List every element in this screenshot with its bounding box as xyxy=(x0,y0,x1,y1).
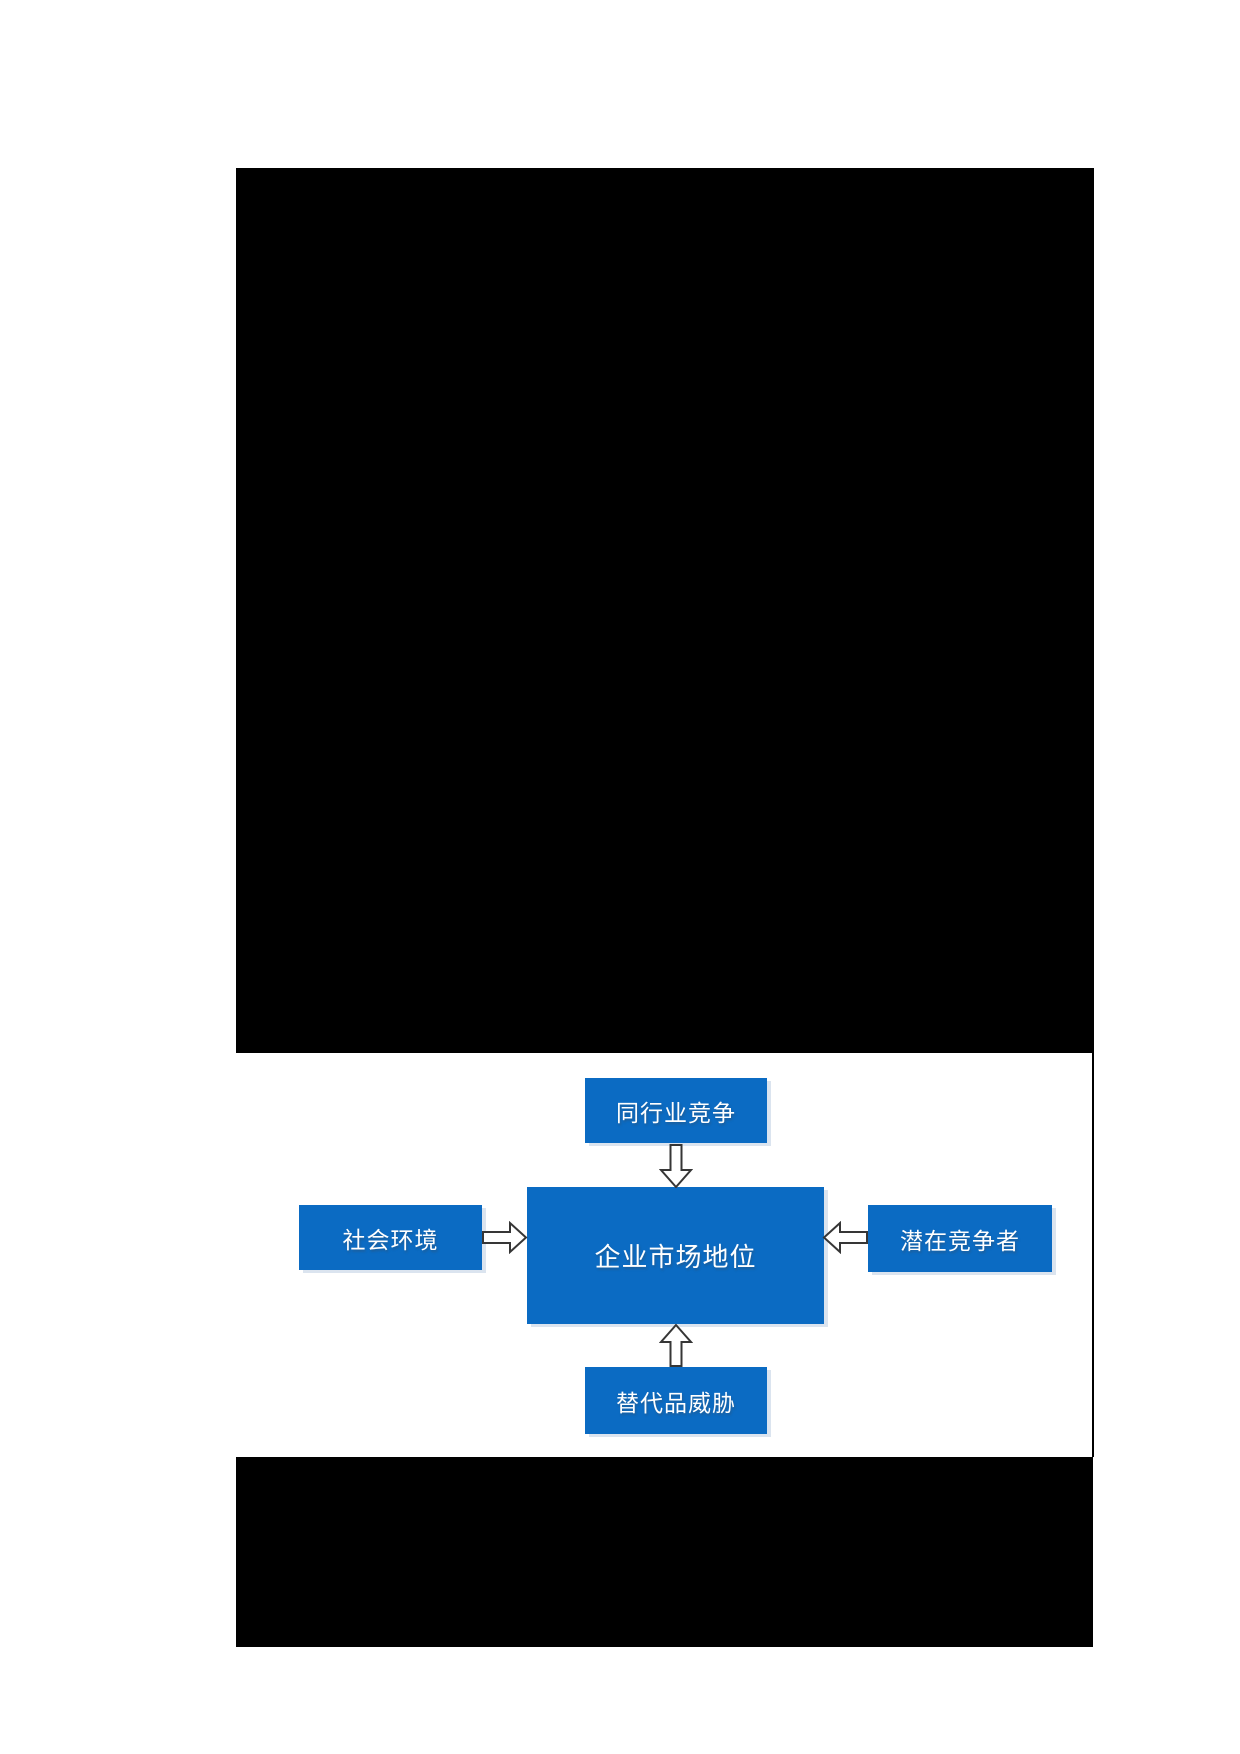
node-label: 潜在竞争者 xyxy=(900,1228,1020,1255)
diagram-node-social-environment: 社会环境 xyxy=(299,1205,482,1270)
diagram-node-enterprise-market-position: 企业市场地位 xyxy=(527,1187,824,1324)
diagram-node-industry-competition: 同行业竞争 xyxy=(585,1078,767,1143)
block-arrow-left-icon xyxy=(822,1221,868,1254)
block-arrow-right-icon xyxy=(482,1221,528,1254)
diagram-node-potential-competitors: 潜在竞争者 xyxy=(868,1205,1052,1272)
node-label: 社会环境 xyxy=(342,1227,439,1254)
block-arrow-down-icon xyxy=(659,1144,693,1188)
redacted-text-block-top xyxy=(236,168,1094,1053)
node-label: 企业市场地位 xyxy=(594,1243,757,1273)
node-label: 替代品威胁 xyxy=(616,1390,736,1417)
node-label: 同行业竞争 xyxy=(616,1100,736,1127)
market-position-diagram: 同行业竞争 社会环境 企业市场地位 潜在竞争者 替代品威胁 xyxy=(236,1053,1094,1457)
block-arrow-up-icon xyxy=(659,1324,693,1367)
diagram-node-substitute-threat: 替代品威胁 xyxy=(585,1367,767,1434)
redacted-text-block-bottom xyxy=(236,1457,1093,1647)
